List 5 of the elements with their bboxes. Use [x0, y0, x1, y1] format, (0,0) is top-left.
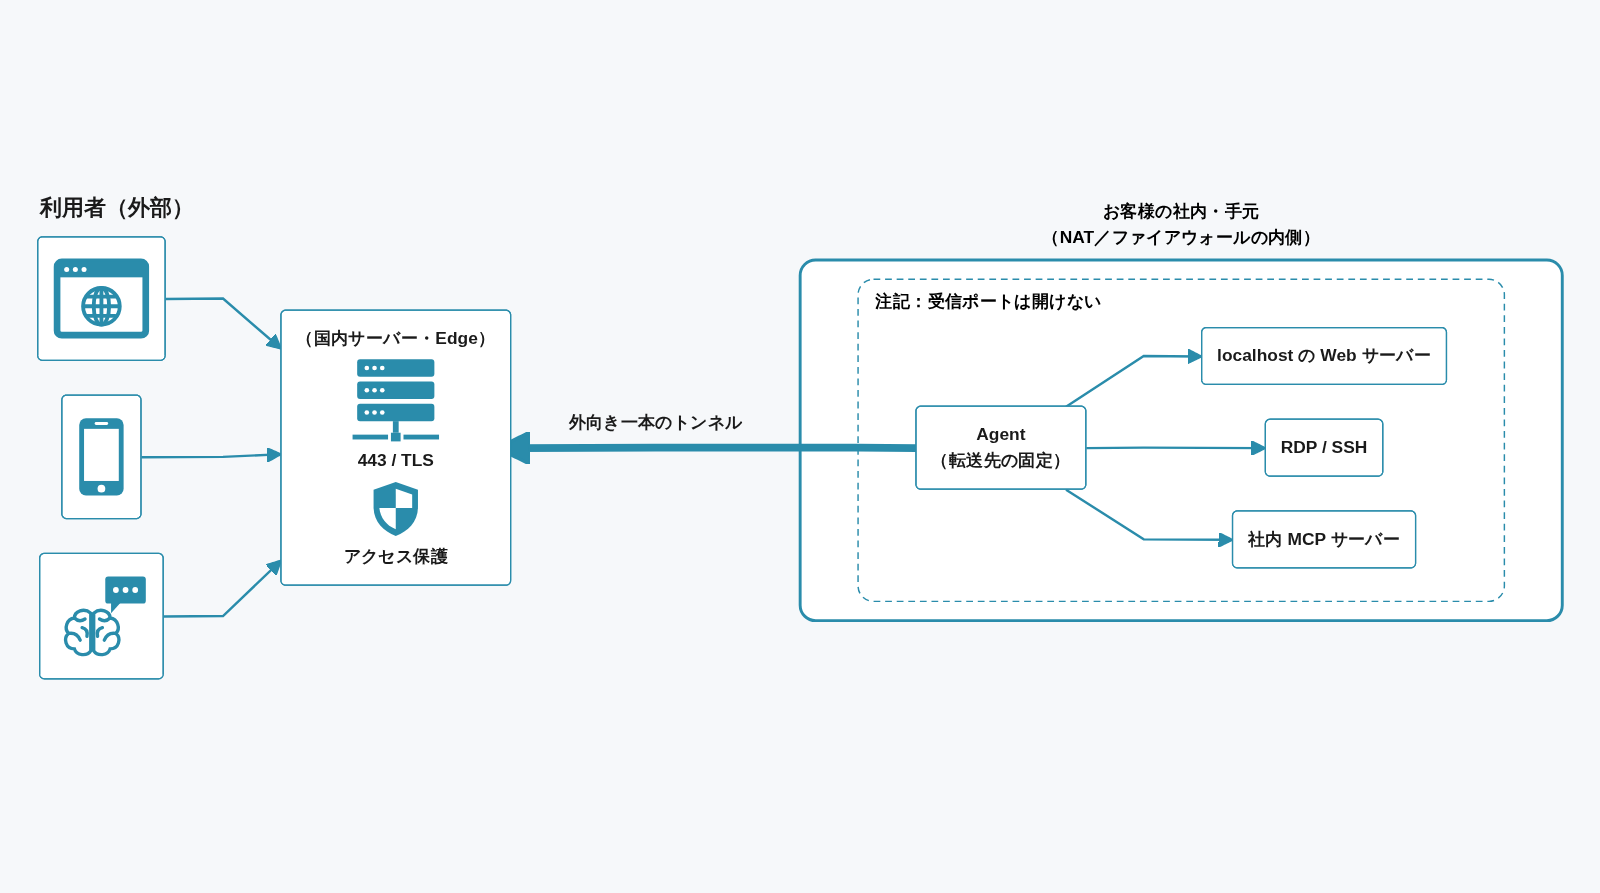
edge-label: 外向き一本のトンネル [568, 412, 743, 433]
group-heading: 利用者（外部） [39, 193, 194, 222]
node-label: （NAT／ファイアウォールの内側） [1042, 227, 1321, 247]
cluster [798, 258, 1564, 623]
node-label: お客様の社内・手元 [1103, 201, 1260, 221]
